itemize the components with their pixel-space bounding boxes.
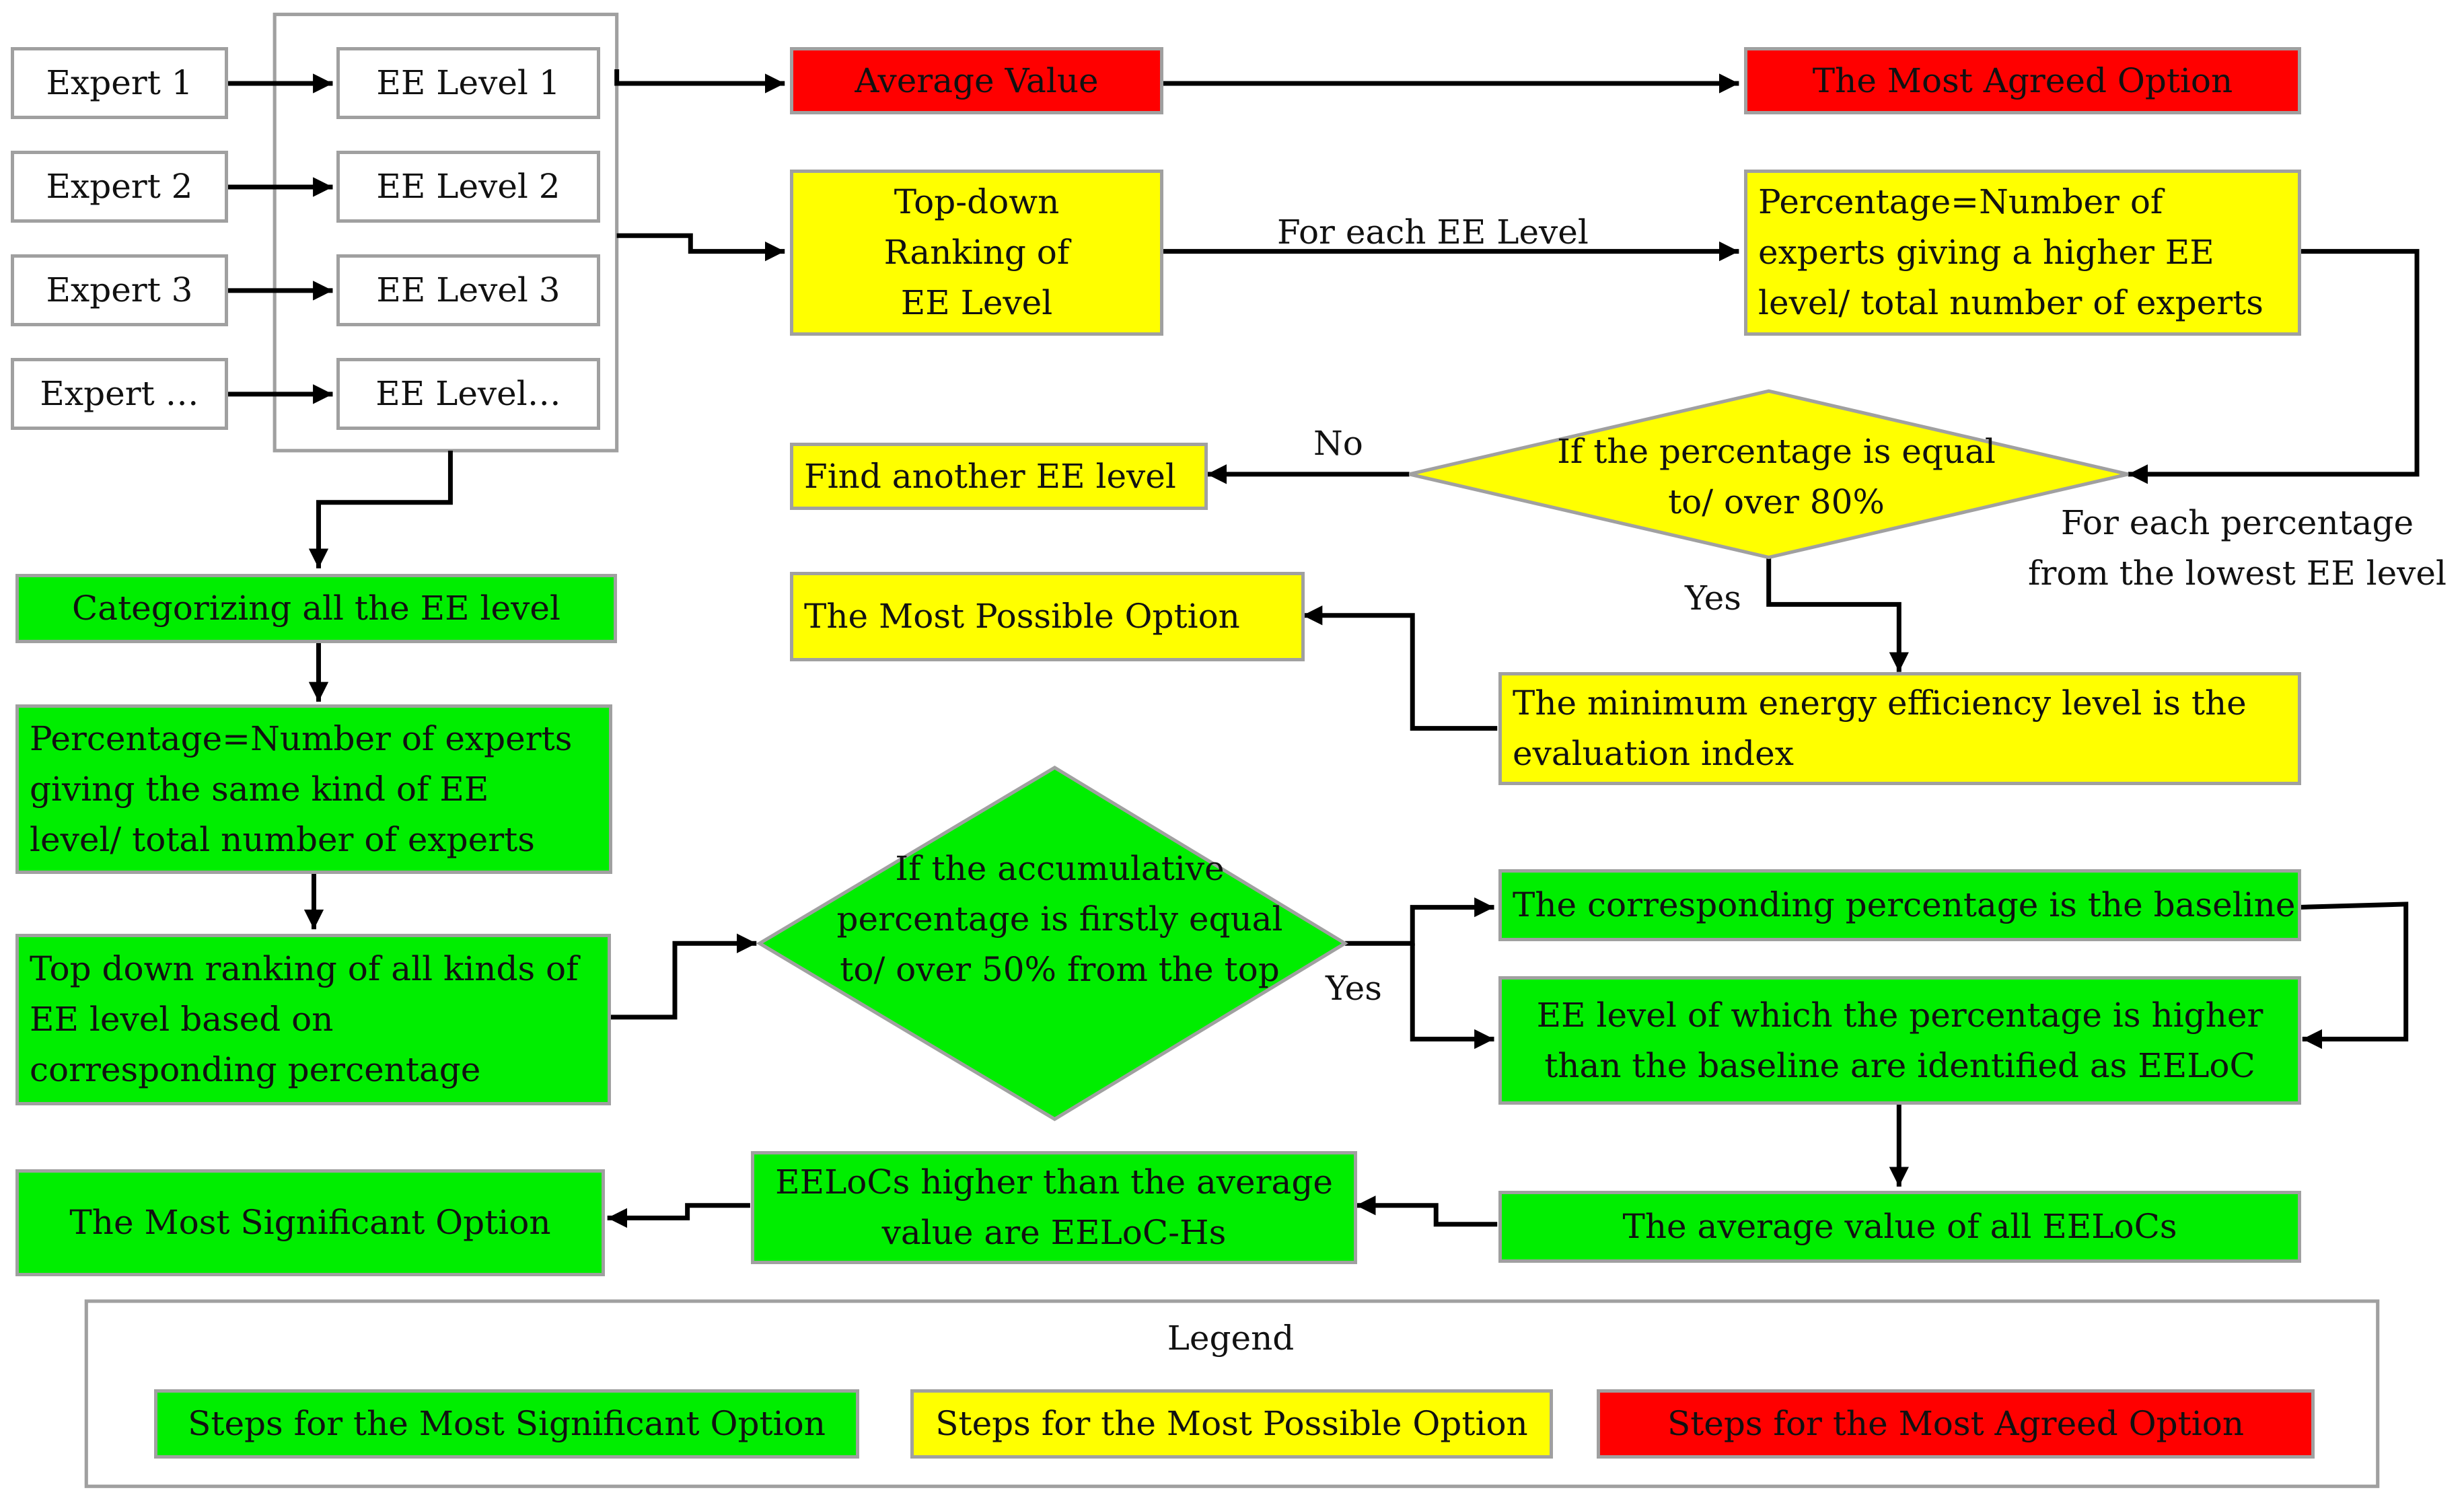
- arrow-average-eelochs: [1356, 1196, 1498, 1227]
- most-agreed-option-box: The Most Agreed Option: [1744, 47, 2301, 114]
- expert-n-label: Expert …: [40, 374, 199, 413]
- most-agreed-option-label: The Most Agreed Option: [1812, 61, 2233, 100]
- top-down-ranking-label: Top-down Ranking of EE Level: [883, 182, 1070, 322]
- top-down-ranking-box: Top-down Ranking of EE Level: [790, 170, 1163, 336]
- percentage-80-decision-label: If the percentage is equal to/ over 80%: [1557, 432, 1996, 521]
- ranking-all-levels-box: Top down ranking of all kinds of EE leve…: [15, 934, 611, 1105]
- percentage-80-decision-shape: [1408, 389, 2129, 560]
- legend-label-agreed: Steps for the Most Agreed Option: [1667, 1404, 2245, 1443]
- expert-2-label: Expert 2: [46, 167, 193, 206]
- same-level-percentage-label: Percentage=Number of experts giving the …: [30, 719, 573, 859]
- average-value-label: Average Value: [855, 61, 1099, 100]
- expert-n-box: Expert …: [11, 358, 228, 430]
- baseline-box: The corresponding percentage is the base…: [1498, 869, 2301, 941]
- minimum-level-index-box: The minimum energy efficiency level is t…: [1498, 672, 2301, 785]
- arrow-ranking-decision: [610, 933, 757, 1020]
- legend-item-possible: Steps for the Most Possible Option: [910, 1389, 1553, 1459]
- yes-label-significant: Yes: [1326, 969, 1382, 1008]
- ee-level-3-label: EE Level 3: [376, 270, 560, 309]
- average-value-box: Average Value: [790, 47, 1163, 114]
- ee-level-n-box: EE Level…: [336, 358, 600, 430]
- legend-label-possible: Steps for the Most Possible Option: [935, 1404, 1528, 1443]
- categorizing-label: Categorizing all the EE level: [72, 589, 560, 628]
- expert-3-box: Expert 3: [11, 254, 228, 326]
- ee-level-group: [273, 12, 619, 453]
- expert-2-box: Expert 2: [11, 151, 228, 223]
- most-possible-option-box: The Most Possible Option: [790, 572, 1305, 661]
- arrow-decision-minimum: [1766, 557, 1910, 672]
- ee-level-3-box: EE Level 3: [336, 254, 600, 326]
- accumulative-50-decision-shape: [756, 765, 1348, 1122]
- arrow-decision-eeloc: [1410, 943, 1494, 1050]
- for-each-ee-level-label: For each EE Level: [1277, 213, 1589, 252]
- average-eelocs-box: The average value of all EELoCs: [1498, 1191, 2301, 1263]
- arrow-group-average: [614, 69, 785, 94]
- average-eelocs-label: The average value of all EELoCs: [1622, 1207, 2177, 1246]
- higher-level-percentage-label: Percentage=Number of experts giving a hi…: [1758, 182, 2263, 322]
- legend-frame: [84, 1299, 2380, 1488]
- minimum-level-index-label: The minimum energy efficiency level is t…: [1513, 684, 2247, 773]
- arrow-baseline-eeloc: [2297, 902, 2409, 1050]
- legend-title: Legend: [1167, 1319, 1295, 1358]
- legend-label-significant: Steps for the Most Significant Option: [188, 1404, 826, 1443]
- legend-item-agreed: Steps for the Most Agreed Option: [1597, 1389, 2315, 1459]
- expert-3-label: Expert 3: [46, 270, 193, 309]
- categorizing-box: Categorizing all the EE level: [15, 574, 617, 643]
- expert-1-label: Expert 1: [46, 63, 193, 102]
- arrow-percentage-decision: [2128, 249, 2420, 484]
- arrow-group-categorizing: [308, 450, 453, 568]
- same-level-percentage-box: Percentage=Number of experts giving the …: [15, 704, 612, 874]
- most-significant-option-label: The Most Significant Option: [69, 1203, 551, 1242]
- find-another-level-label: Find another EE level: [804, 456, 1176, 496]
- for-each-percentage-label: For each percentage from the lowest EE l…: [2027, 503, 2447, 593]
- ee-level-n-label: EE Level…: [375, 374, 561, 413]
- find-another-level-box: Find another EE level: [790, 443, 1208, 510]
- ee-level-2-label: EE Level 2: [376, 167, 560, 206]
- ee-level-2-box: EE Level 2: [336, 151, 600, 223]
- higher-level-percentage-box: Percentage=Number of experts giving a hi…: [1744, 170, 2301, 336]
- eeloc-identification-box: EE level of which the percentage is high…: [1498, 976, 2301, 1105]
- accumulative-50-decision-label: If the accumulative percentage is firstl…: [836, 849, 1283, 989]
- arrow-group-ranking: [616, 233, 785, 262]
- arrow-minimum-possible: [1302, 605, 1498, 731]
- ee-level-1-box: EE Level 1: [336, 47, 600, 119]
- arrow-eelochs-significant: [607, 1203, 750, 1228]
- arrow-decision-baseline: [1344, 897, 1494, 946]
- baseline-label: The corresponding percentage is the base…: [1513, 885, 2296, 924]
- yes-label-possible: Yes: [1685, 579, 1741, 618]
- ee-level-1-label: EE Level 1: [376, 63, 560, 102]
- ranking-all-levels-label: Top down ranking of all kinds of EE leve…: [30, 949, 579, 1089]
- legend-item-significant: Steps for the Most Significant Option: [154, 1389, 859, 1459]
- eeloc-hs-label: EELoCs higher than the average value are…: [775, 1163, 1333, 1252]
- eeloc-identification-label: EE level of which the percentage is high…: [1536, 995, 2263, 1085]
- eeloc-hs-box: EELoCs higher than the average value are…: [751, 1151, 1357, 1264]
- no-label: No: [1313, 424, 1363, 463]
- most-significant-option-box: The Most Significant Option: [15, 1169, 605, 1276]
- most-possible-option-label: The Most Possible Option: [804, 597, 1240, 636]
- expert-1-box: Expert 1: [11, 47, 228, 119]
